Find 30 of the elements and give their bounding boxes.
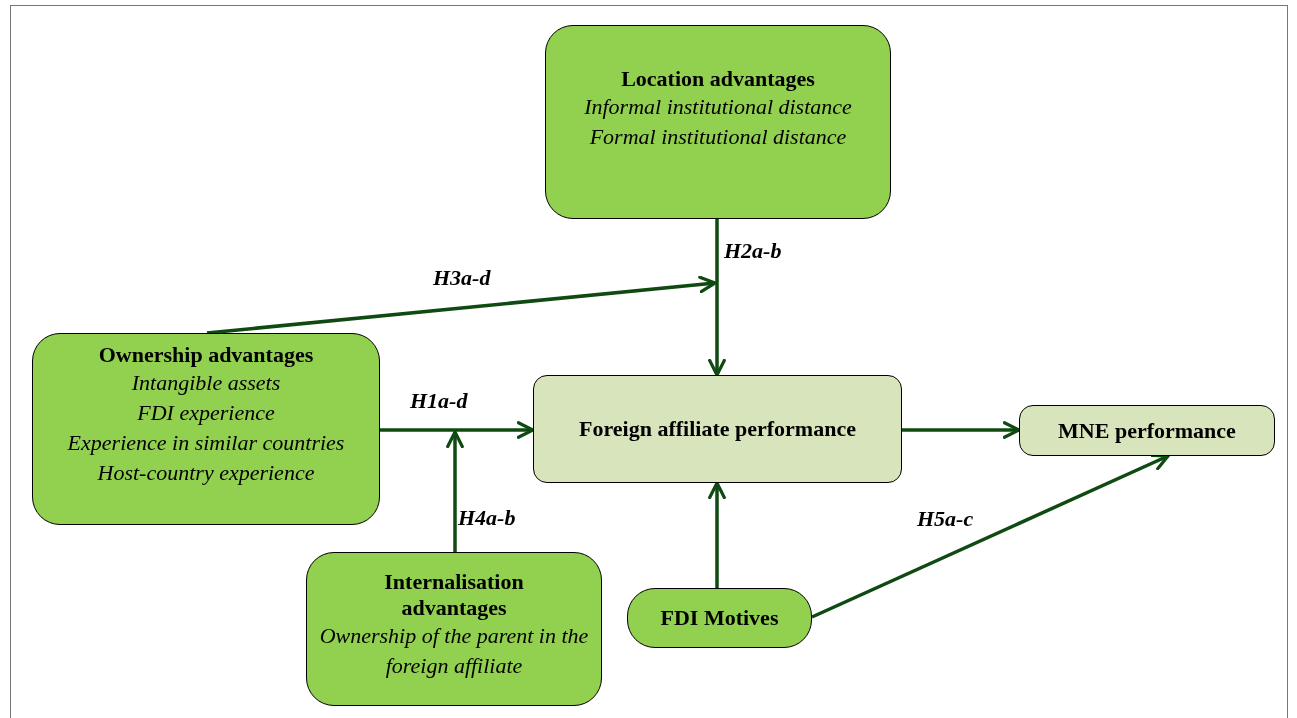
edge-label: H4a-b xyxy=(458,507,516,529)
arrow xyxy=(446,430,464,552)
arrow xyxy=(380,421,535,439)
edge-label: H3a-d xyxy=(433,267,491,289)
factor-box xyxy=(306,552,602,706)
edge-label: H1a-d xyxy=(410,390,468,412)
arrow xyxy=(902,421,1021,439)
box-item: Formal institutional distance xyxy=(589,123,847,151)
box-heading: FDI Motives xyxy=(660,605,779,631)
box-heading: MNE performance xyxy=(1058,417,1236,444)
factor-box xyxy=(627,588,812,648)
arrow xyxy=(708,219,726,377)
box-item: Informal institutional distance xyxy=(584,93,852,121)
box-item: Ownership of the parent in the foreign affiliate xyxy=(318,622,590,680)
arrow xyxy=(206,275,717,335)
factor-box xyxy=(545,25,891,219)
arrow xyxy=(708,481,726,588)
factor-box xyxy=(32,333,380,525)
box-item: FDI experience xyxy=(137,399,275,427)
box-heading: Ownership advantages xyxy=(98,342,314,368)
edge-label: H5a-c xyxy=(917,508,974,530)
box-heading: Location advantages xyxy=(621,66,815,92)
outcome-box xyxy=(1019,405,1275,456)
box-item: Intangible assets xyxy=(131,369,281,397)
box-heading: Internalisation advantages xyxy=(383,569,525,621)
outcome-box xyxy=(533,375,902,483)
edge-label: H2a-b xyxy=(724,240,782,262)
box-item: Experience in similar countries xyxy=(67,429,345,457)
box-heading: Foreign affiliate performance xyxy=(579,416,856,442)
box-item: Host-country experience xyxy=(97,459,315,487)
